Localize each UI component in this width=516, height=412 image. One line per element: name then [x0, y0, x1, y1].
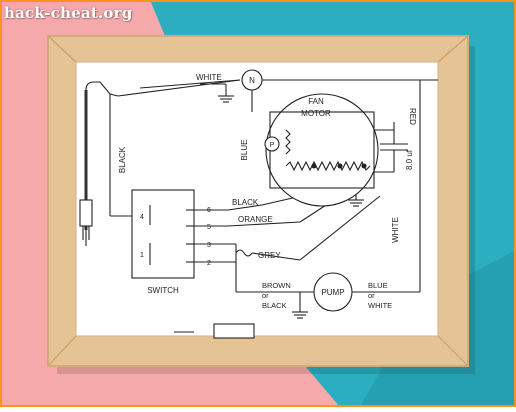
- svg-text:or: or: [262, 291, 269, 300]
- label-blue-or-white: BLUE or WHITE: [368, 281, 392, 310]
- label-pump: PUMP: [321, 288, 344, 297]
- label-brown-or-black: BROWN or BLACK: [262, 281, 291, 310]
- label-p: P: [270, 142, 275, 149]
- watermark: hack-cheat.org: [4, 4, 133, 22]
- label-capacitor: 8.0 uf: [405, 149, 414, 170]
- label-black-cord: BLACK: [118, 146, 127, 173]
- terminal-6: 6: [207, 207, 211, 214]
- label-red: RED: [408, 108, 417, 125]
- svg-text:WHITE: WHITE: [368, 301, 392, 310]
- svg-text:or: or: [368, 291, 375, 300]
- svg-text:BROWN: BROWN: [262, 281, 291, 290]
- label-blue: BLUE: [240, 140, 249, 161]
- label-white-top: WHITE: [196, 73, 222, 82]
- label-switch: SWITCH: [147, 286, 179, 295]
- label-black-mid: BLACK: [232, 198, 259, 207]
- wiring-lines: [79, 69, 438, 339]
- terminal-5: 5: [207, 224, 211, 231]
- terminal-2: 2: [207, 260, 211, 267]
- label-orange: ORANGE: [238, 215, 273, 224]
- label-white-right: WHITE: [391, 217, 400, 243]
- label-motor: MOTOR: [301, 109, 331, 118]
- svg-text:BLACK: BLACK: [262, 301, 287, 310]
- svg-text:BLUE: BLUE: [368, 281, 388, 290]
- label-neutral: N: [249, 76, 255, 85]
- terminal-1: 1: [140, 252, 144, 259]
- terminal-3: 3: [207, 242, 211, 249]
- label-grey: GREY: [258, 251, 281, 260]
- label-fan: FAN: [308, 97, 324, 106]
- terminal-4: 4: [140, 214, 144, 221]
